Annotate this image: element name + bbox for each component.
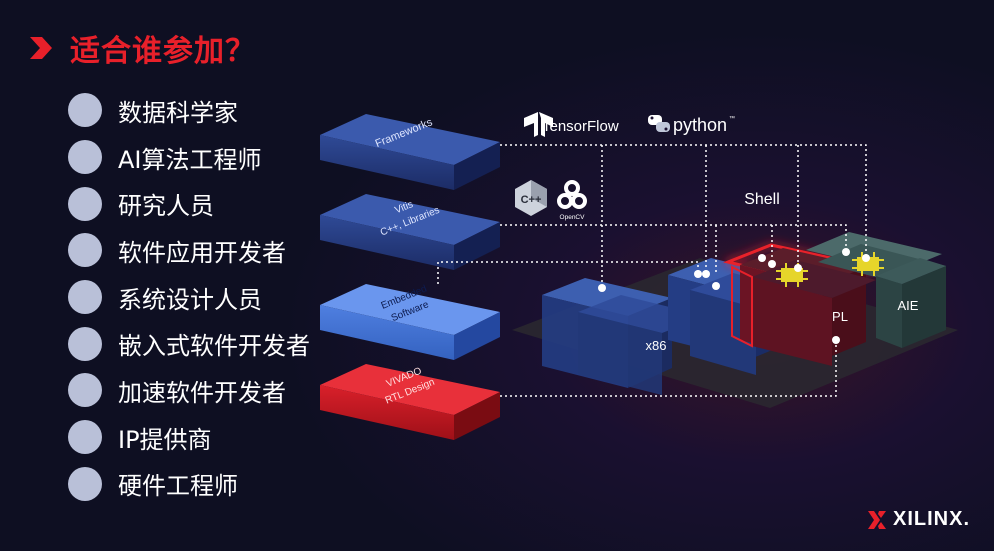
brand-name: XILINX. <box>892 508 970 530</box>
list-item: 研究人员 <box>68 180 310 227</box>
shell-label: Shell <box>744 191 780 208</box>
list-item: 嵌入式软件开发者 <box>68 320 310 367</box>
tensorflow-logo: TensorFlow <box>524 112 619 137</box>
bullet-icon <box>68 280 102 315</box>
x86-label: x86 <box>646 338 667 353</box>
list-item: IP提供商 <box>68 414 310 461</box>
connector-lines <box>437 144 867 397</box>
list-item-label: 研究人员 <box>118 192 214 221</box>
connector-dots <box>598 248 870 344</box>
bullet-icon <box>68 466 102 501</box>
tensorflow-icon <box>524 112 553 137</box>
tensorflow-label: TensorFlow <box>542 118 619 135</box>
list-item: 系统设计人员 <box>68 274 310 321</box>
list-item-label: 硬件工程师 <box>118 472 238 501</box>
list-item-label: 嵌入式软件开发者 <box>118 332 310 361</box>
xilinx-logo: XILINX. <box>867 508 970 531</box>
cpp-label: C++ <box>521 194 542 206</box>
pl-block: PL <box>723 243 881 366</box>
list-item-label: 软件应用开发者 <box>118 238 286 267</box>
page-title: 适合谁参加？ <box>70 34 256 69</box>
bullet-icon <box>68 140 102 175</box>
bullet-icon <box>68 186 102 221</box>
x86-block: x86 <box>542 278 706 395</box>
bullet-icon <box>68 420 102 455</box>
python-tm: ™ <box>729 115 735 122</box>
vivado-layer: VIVADO RTL Design <box>320 364 500 440</box>
list-item-label: 系统设计人员 <box>118 285 262 314</box>
list-item: 数据科学家 <box>68 87 310 134</box>
python-logo: python ™ <box>648 115 735 135</box>
embedded-software-layer: Embedded Software <box>320 284 500 360</box>
python-icon <box>648 115 670 132</box>
bullet-icon <box>68 373 102 408</box>
title-row: 适合谁参加？ <box>28 26 256 70</box>
xilinx-icon <box>867 510 886 529</box>
frameworks-layer: Frameworks <box>320 114 500 190</box>
list-item: 硬件工程师 <box>68 461 310 508</box>
vitis-layer: Vitis C++, Libraries <box>320 194 500 270</box>
opencv-icon <box>557 180 587 209</box>
audience-list: 数据科学家 AI算法工程师 研究人员 软件应用开发者 系统设计人员 嵌入式软件开… <box>68 87 310 507</box>
python-label: python <box>673 115 727 135</box>
bullet-icon <box>68 233 102 268</box>
chevron-right-icon <box>30 37 52 59</box>
opencv-label: OpenCV <box>560 214 586 221</box>
bullet-icon <box>68 93 102 128</box>
list-item-label: AI算法工程师 <box>118 145 262 174</box>
list-item: 软件应用开发者 <box>68 227 310 274</box>
list-item: 加速软件开发者 <box>68 367 310 414</box>
aie-label: AIE <box>898 298 919 313</box>
bullet-icon <box>68 326 102 361</box>
list-item-label: IP提供商 <box>118 425 212 454</box>
pl-label: PL <box>832 309 848 324</box>
list-item-label: 加速软件开发者 <box>118 378 286 407</box>
aie-block: AIE <box>806 232 946 348</box>
list-item-label: 数据科学家 <box>118 98 238 127</box>
chip-icon <box>852 252 884 276</box>
cpp-logo: C++ <box>515 180 547 216</box>
opencv-logo: OpenCV <box>557 180 587 221</box>
list-item: AI算法工程师 <box>68 134 310 181</box>
